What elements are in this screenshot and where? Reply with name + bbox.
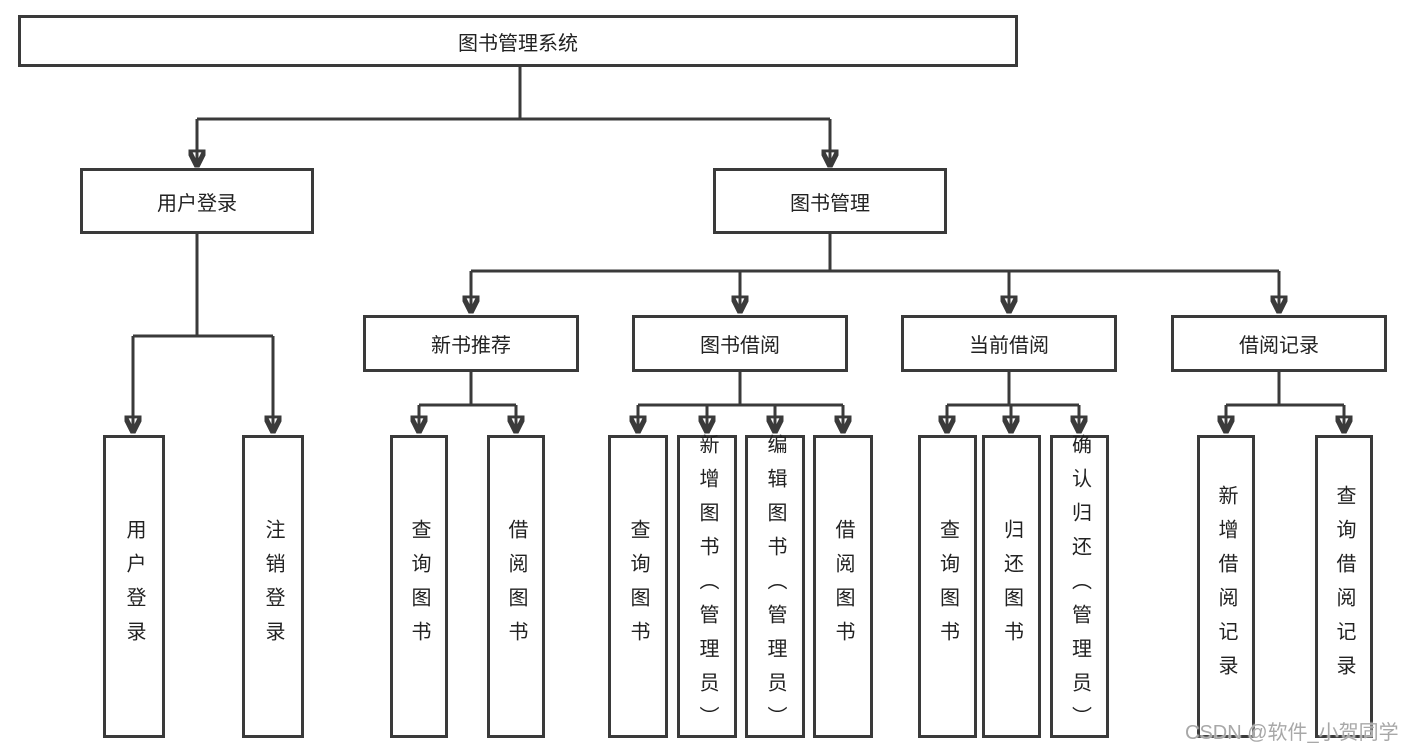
- leaf-bb-borrow-books: 借阅图书: [813, 435, 873, 738]
- leaf-user-login-label: 用户登录: [123, 518, 145, 655]
- leaf-rec-query-books: 查询图书: [390, 435, 448, 738]
- leaf-bb-query-books: 查询图书: [608, 435, 668, 738]
- leaf-rec-borrow-books: 借阅图书: [487, 435, 545, 738]
- leaf-br-query-record: 查询借阅记录: [1315, 435, 1373, 738]
- node-new-book-recommend: 新书推荐: [363, 315, 579, 372]
- node-book-borrow-label: 图书借阅: [700, 335, 780, 357]
- node-book-management: 图书管理: [713, 168, 947, 234]
- leaf-cb-return-books: 归还图书: [982, 435, 1041, 738]
- leaf-br-query-record-label: 查询借阅记录: [1333, 484, 1355, 689]
- leaf-bb-edit-books-label: 编辑图书（管理员）: [764, 433, 786, 740]
- leaf-br-add-record: 新增借阅记录: [1197, 435, 1255, 738]
- node-root-system: 图书管理系统: [18, 15, 1018, 67]
- leaf-cb-query-books-label: 查询图书: [936, 518, 959, 655]
- node-user-login: 用户登录: [80, 168, 314, 234]
- leaf-logout: 注销登录: [242, 435, 304, 738]
- node-current-borrow: 当前借阅: [901, 315, 1117, 372]
- leaf-br-add-record-label: 新增借阅记录: [1215, 484, 1237, 689]
- csdn-watermark: CSDN @软件_小贺同学: [1185, 722, 1399, 744]
- leaf-cb-confirm-return-label: 确认归还（管理员）: [1068, 433, 1091, 740]
- node-current-borrow-label: 当前借阅: [969, 335, 1049, 357]
- leaf-rec-borrow-books-label: 借阅图书: [505, 518, 527, 655]
- leaf-bb-query-books-label: 查询图书: [627, 518, 649, 655]
- leaf-cb-query-books: 查询图书: [918, 435, 977, 738]
- node-book-borrow: 图书借阅: [632, 315, 848, 372]
- node-root-system-label: 图书管理系统: [458, 32, 578, 55]
- node-book-management-label: 图书管理: [790, 192, 870, 215]
- leaf-bb-edit-books: 编辑图书（管理员）: [745, 433, 805, 740]
- leaf-bb-add-books: 新增图书（管理员）: [677, 433, 737, 740]
- node-borrow-records-label: 借阅记录: [1239, 335, 1319, 357]
- leaf-bb-add-books-label: 新增图书（管理员）: [696, 433, 718, 740]
- node-new-book-recommend-label: 新书推荐: [431, 335, 511, 357]
- node-borrow-records: 借阅记录: [1171, 315, 1387, 372]
- leaf-cb-return-books-label: 归还图书: [1000, 518, 1023, 655]
- leaf-cb-confirm-return: 确认归还（管理员）: [1050, 433, 1109, 740]
- leaf-user-login: 用户登录: [103, 435, 165, 738]
- leaf-logout-label: 注销登录: [262, 518, 284, 655]
- leaf-rec-query-books-label: 查询图书: [408, 518, 430, 655]
- leaf-bb-borrow-books-label: 借阅图书: [832, 518, 854, 655]
- node-user-login-label: 用户登录: [157, 192, 237, 215]
